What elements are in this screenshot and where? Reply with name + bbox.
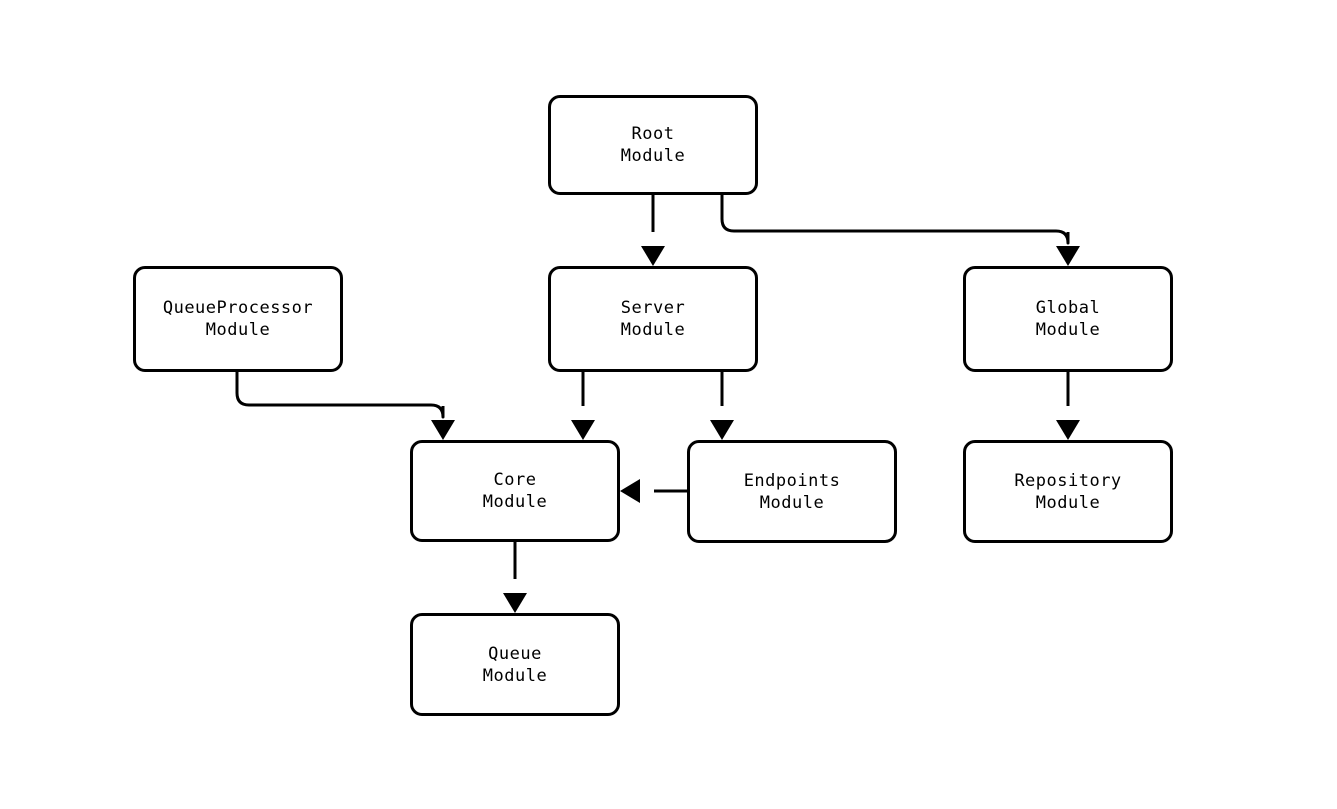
edge-queueprocessor-to-core — [235, 372, 445, 419]
node-label-endpoints: Endpoints Module — [743, 470, 841, 513]
node-queue[interactable]: Queue Module — [410, 613, 620, 716]
node-queueprocessor[interactable]: QueueProcessor Module — [133, 266, 343, 372]
node-label-root: Root Module — [620, 124, 686, 166]
arrowhead-core-to-queue — [503, 593, 527, 613]
node-label-queue: Queue Module — [482, 643, 548, 686]
node-root[interactable]: Root Module — [548, 95, 758, 195]
arrowhead-server-to-endpoints — [710, 420, 734, 440]
arrowhead-endpoints-to-core — [620, 479, 640, 503]
node-label-global: Global Module — [1035, 298, 1101, 340]
arrowhead-queueprocessor-to-core — [431, 420, 455, 440]
arrowhead-root-to-server — [641, 246, 665, 266]
node-endpoints[interactable]: Endpoints Module — [687, 440, 897, 543]
arrowhead-server-to-core — [571, 420, 595, 440]
node-global[interactable]: Global Module — [963, 266, 1173, 372]
node-label-queueprocessor: QueueProcessor Module — [162, 298, 314, 340]
node-label-server: Server Module — [620, 298, 686, 340]
node-label-repository: Repository Module — [1014, 470, 1122, 513]
node-core[interactable]: Core Module — [410, 440, 620, 542]
node-server[interactable]: Server Module — [548, 266, 758, 372]
edge-root-to-global — [720, 195, 1070, 245]
node-repository[interactable]: Repository Module — [963, 440, 1173, 543]
node-label-core: Core Module — [482, 470, 548, 512]
arrowhead-global-to-repository — [1056, 420, 1080, 440]
arrowhead-root-to-global — [1056, 246, 1080, 266]
